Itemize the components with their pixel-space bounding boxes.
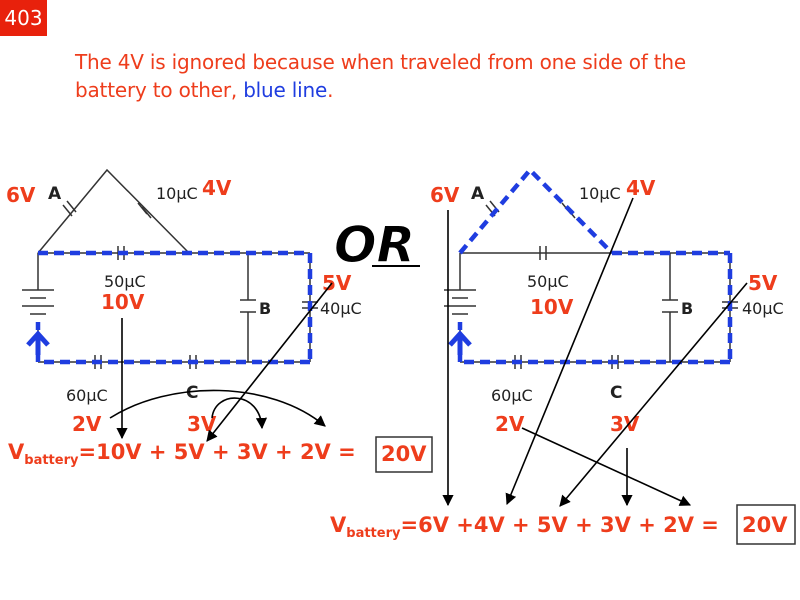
right-capacitor-plates [444, 200, 738, 369]
left-arrows [109, 282, 333, 442]
right-40uc-voltage: 5V [748, 271, 778, 295]
left-battery-blue-arrow [26, 330, 50, 355]
left-equation: Vbattery=10V + 5V + 3V + 2V = [8, 440, 356, 468]
left-c-label: C [186, 383, 198, 403]
left-60uc-label: 60μC [66, 386, 108, 405]
heading-blue-line-text: blue line [243, 78, 328, 102]
right-a-label: A [471, 184, 485, 204]
left-40uc-label: 40μC [320, 299, 362, 318]
right-equation-total: 20V [742, 513, 788, 537]
right-eq-sub: battery [346, 526, 401, 541]
left-50uc-label: 50μC [104, 272, 146, 291]
right-circuit: 6V A 10μC 4V 50μC 10V B 5V 40μC 60μC C 2… [330, 166, 796, 545]
right-eq-body: =6V +4V + 5V + 3V + 2V = [400, 513, 718, 537]
left-circuit: 6V A 10μC 4V 50μC 10V B 5V 40μC 60μC C 2… [6, 168, 433, 473]
left-40uc-voltage: 5V [322, 271, 352, 295]
or-word: OR [334, 216, 415, 274]
right-60uc-voltage: 2V [495, 412, 525, 436]
heading-end: . [327, 78, 334, 102]
right-a-voltage: 6V [430, 183, 460, 207]
right-10uc-label: 10μC [579, 184, 621, 203]
left-10uc-label: 10μC [156, 184, 198, 203]
right-arrows [442, 197, 748, 507]
right-10uc-voltage: 4V [626, 176, 656, 200]
left-eq-body: =10V + 5V + 3V + 2V = [78, 440, 355, 464]
slide-number-badge: 403 [0, 0, 47, 36]
left-a-voltage: 6V [6, 183, 36, 207]
right-c-label: C [610, 383, 622, 403]
left-eq-sub: battery [24, 453, 79, 468]
left-total-box [375, 436, 433, 473]
left-a-label: A [48, 184, 62, 204]
left-capacitor-plates [22, 200, 318, 369]
left-50uc-voltage: 10V [101, 290, 145, 314]
left-b-label: B [259, 299, 271, 318]
right-equation: Vbattery=6V +4V + 5V + 3V + 2V = [330, 513, 719, 541]
left-10uc-voltage: 4V [202, 176, 232, 200]
left-60uc-voltage: 2V [72, 412, 102, 436]
right-eq-v: V [330, 513, 347, 537]
heading-text: The 4V is ignored because when traveled … [75, 48, 755, 104]
heading-part1: The 4V is ignored because when traveled … [75, 50, 686, 102]
right-50uc-label: 50μC [527, 272, 569, 291]
right-50uc-voltage: 10V [530, 295, 574, 319]
right-battery-blue-arrow [448, 330, 472, 355]
right-total-box [736, 504, 796, 545]
left-eq-v: V [8, 440, 25, 464]
right-60uc-label: 60μC [491, 386, 533, 405]
right-b-label: B [681, 299, 693, 318]
left-equation-total: 20V [381, 442, 427, 466]
right-40uc-label: 40μC [742, 299, 784, 318]
